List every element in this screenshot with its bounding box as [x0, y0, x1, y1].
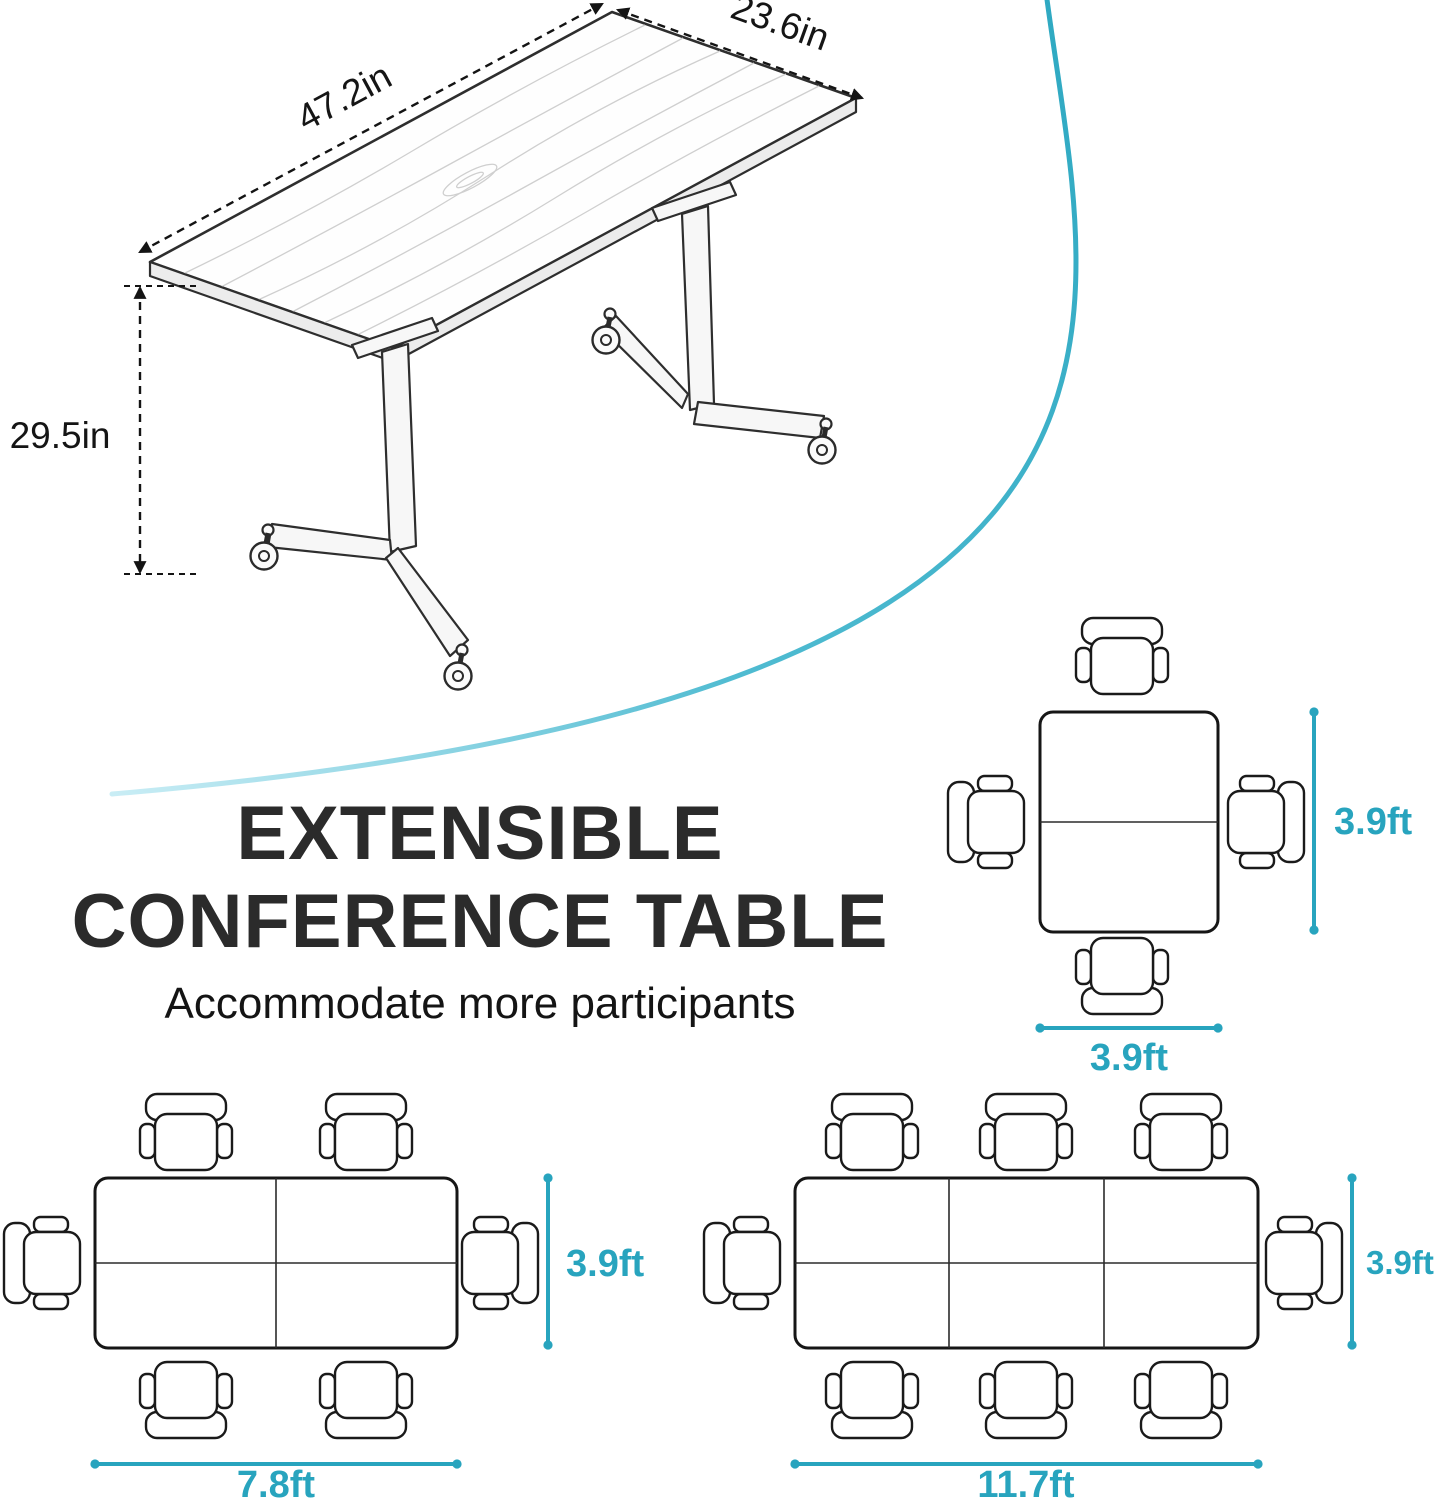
chair-icon [1074, 616, 1170, 696]
accent-arc-decoration [109, 0, 1079, 797]
chair-icon [318, 1360, 414, 1440]
length-dimension-line [138, 2, 604, 254]
chair-icon [824, 1360, 920, 1440]
heading: EXTENSIBLE CONFERENCE TABLE Accommodate … [30, 790, 930, 1031]
length-dimension-label: 47.2in [290, 55, 398, 139]
chair-icon [1133, 1360, 1229, 1440]
chair-icon [1226, 774, 1306, 870]
table-leg-left [266, 316, 470, 658]
chair-icon [946, 774, 1026, 870]
page-title-line2: CONFERENCE TABLE [71, 879, 889, 965]
page-subtitle: Accommodate more participants [164, 979, 796, 1029]
product-illustration: 47.2in 23.6in 29.5in [10, 0, 865, 690]
height-dimension-label: 29.5in [10, 415, 111, 456]
layout-four-seat: 3.9ft 3.9ft [946, 616, 1412, 1079]
depth-dimension-label: 3.9ft [1366, 1244, 1434, 1281]
chair-icon [978, 1092, 1074, 1172]
table-leg-right [600, 180, 826, 440]
chair-icon [1133, 1092, 1229, 1172]
caster-icon [593, 309, 620, 354]
chair-icon [824, 1092, 920, 1172]
depth-dimension-label: 3.9ft [566, 1243, 644, 1285]
caster-icon [251, 525, 278, 570]
chair-icon [138, 1092, 234, 1172]
chair-icon [702, 1215, 782, 1311]
page-title-line1: EXTENSIBLE [236, 791, 724, 876]
layout-eight-seat: 3.9ft 11.7ft [702, 1092, 1434, 1500]
chair-icon [1074, 936, 1170, 1016]
chair-icon [138, 1360, 234, 1440]
width-dimension-label: 11.7ft [977, 1464, 1075, 1500]
chair-icon [2, 1215, 82, 1311]
layout-six-seat: 3.9ft 7.8ft [2, 1092, 644, 1500]
chair-icon [1264, 1215, 1344, 1311]
width-dimension-label: 3.9ft [1090, 1037, 1168, 1079]
width-dimension-label: 23.6in [726, 0, 835, 59]
chair-icon [460, 1215, 540, 1311]
chair-icon [978, 1360, 1074, 1440]
width-dimension-line [615, 7, 865, 101]
depth-dimension-label: 3.9ft [1334, 801, 1412, 843]
width-dimension-label: 7.8ft [237, 1464, 315, 1500]
chair-icon [318, 1092, 414, 1172]
